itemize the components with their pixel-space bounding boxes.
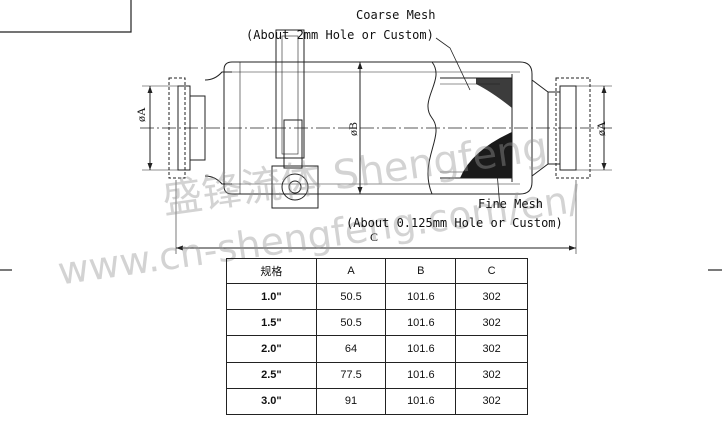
left-tube	[190, 95, 206, 161]
cell-c: 302	[455, 335, 528, 363]
right-neck	[531, 79, 560, 177]
clamp-band-inner	[281, 35, 299, 155]
dim-a-right-label: øA	[594, 121, 608, 136]
dim-b-label: øB	[346, 121, 360, 136]
table-row: 2.5" 77.5 101.6 302	[226, 361, 528, 389]
cell-size: 2.5"	[226, 361, 317, 389]
left-ferrule	[177, 85, 191, 171]
cell-a: 64	[315, 335, 387, 363]
cell-c: 302	[455, 361, 528, 389]
main-body	[223, 61, 533, 195]
cell-b: 101.6	[385, 282, 457, 311]
cell-c: 302	[455, 282, 528, 311]
cutaway-edge	[427, 61, 437, 195]
header-c: C	[455, 258, 528, 284]
frame-corner	[0, 0, 132, 33]
table-row: 2.0" 64 101.6 302	[226, 335, 528, 363]
cell-b: 101.6	[385, 309, 457, 337]
table-row: 3.0" 91 101.6 302	[226, 387, 528, 416]
clamp-eye-outer	[281, 173, 309, 201]
fine-mesh-label: Fine Mesh	[478, 197, 544, 211]
cell-a: 50.5	[315, 282, 387, 311]
cell-a: 91	[315, 387, 387, 416]
fine-mesh-fill	[460, 132, 512, 178]
coarse-mesh-leader	[435, 37, 471, 91]
cell-a: 50.5	[315, 309, 387, 337]
left-neck	[204, 71, 232, 185]
cell-b: 101.6	[385, 361, 457, 389]
cell-b: 101.6	[385, 387, 457, 416]
right-clamp-outline	[555, 77, 591, 179]
clamp-band	[275, 29, 305, 159]
dim-c-label: C	[370, 230, 379, 244]
table-row: 1.5" 50.5 101.6 302	[226, 309, 528, 337]
header-b: B	[385, 258, 457, 284]
clamp-nut	[271, 165, 319, 209]
cell-size: 3.0"	[226, 387, 317, 416]
coarse-mesh-note: (About 2mm Hole or Custom)	[246, 28, 434, 42]
cell-a: 77.5	[315, 361, 387, 389]
clamp-bolt	[283, 119, 303, 169]
cell-size: 1.5"	[226, 309, 317, 337]
clamp-eye-inner	[288, 180, 302, 194]
cell-c: 302	[455, 387, 528, 416]
coarse-mesh-hatch	[476, 78, 512, 108]
coarse-mesh-label: Coarse Mesh	[356, 8, 436, 22]
spec-table: 规格 A B C 1.0" 50.5 101.6 302 1.5" 50.5 1…	[226, 258, 528, 416]
cell-c: 302	[455, 309, 528, 337]
cell-b: 101.6	[385, 335, 457, 363]
dim-a-left-label: øA	[134, 107, 148, 122]
left-clamp-outline	[168, 77, 186, 179]
fine-mesh-note: (About 0.125mm Hole or Custom)	[346, 216, 563, 230]
table-row: 1.0" 50.5 101.6 302	[226, 282, 528, 311]
header-size: 规格	[226, 258, 317, 284]
cell-size: 1.0"	[226, 282, 317, 311]
header-a: A	[315, 258, 387, 284]
cell-size: 2.0"	[226, 335, 317, 363]
table-header-row: 规格 A B C	[226, 258, 528, 284]
